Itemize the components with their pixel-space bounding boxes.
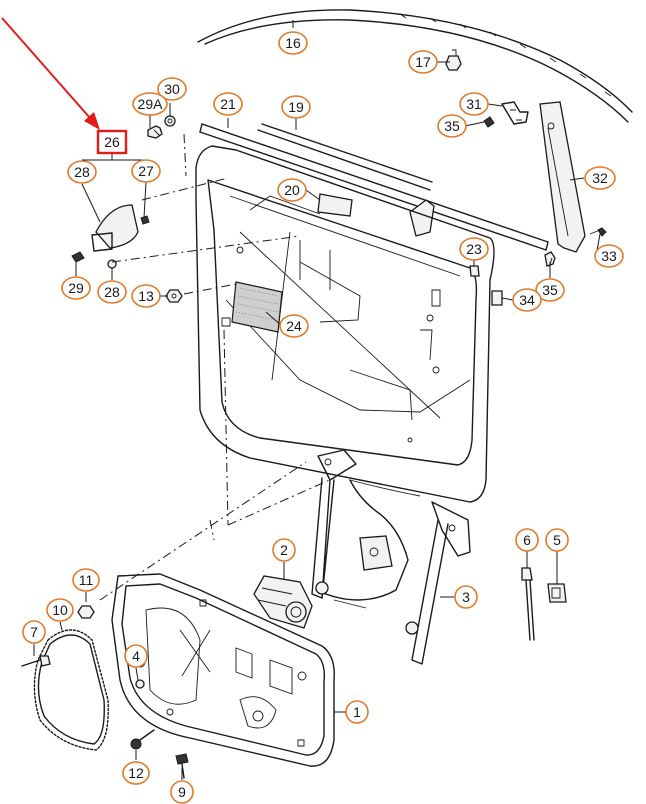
callout-32[interactable]: 32	[584, 166, 616, 190]
top-seal-strip	[197, 9, 633, 123]
svg-text:21: 21	[220, 96, 236, 112]
callout-11[interactable]: 11	[72, 568, 100, 592]
svg-text:13: 13	[138, 288, 154, 304]
svg-text:23: 23	[466, 241, 482, 257]
clip-23	[469, 265, 480, 277]
callout-28-bottom[interactable]: 28	[97, 280, 127, 304]
bracket-31	[483, 101, 607, 267]
svg-text:24: 24	[286, 318, 302, 334]
callout-31[interactable]: 31	[459, 92, 489, 116]
callout-30[interactable]: 30	[157, 77, 187, 101]
svg-text:11: 11	[79, 572, 94, 588]
callout-10[interactable]: 10	[46, 598, 74, 622]
callout-23[interactable]: 23	[459, 237, 489, 261]
svg-text:27: 27	[138, 163, 154, 179]
callout-7[interactable]: 7	[22, 620, 46, 644]
callouts: 16 17 30 29A 26 21 19 31 35 28 27 32 20 …	[22, 31, 624, 804]
window-regulator-3	[311, 449, 471, 665]
callout-27[interactable]: 27	[131, 159, 161, 183]
svg-text:29A: 29A	[138, 96, 164, 112]
svg-text:9: 9	[178, 784, 186, 800]
clip-17	[445, 49, 462, 71]
svg-text:33: 33	[601, 248, 617, 264]
callout-5[interactable]: 5	[545, 528, 569, 552]
door-inner-panel	[195, 145, 495, 503]
foam-pad-24	[231, 281, 283, 333]
svg-text:26: 26	[104, 134, 120, 150]
callout-17[interactable]: 17	[408, 50, 438, 74]
cable-tie-6	[521, 567, 535, 641]
callout-29a[interactable]: 29A	[132, 92, 168, 116]
svg-text:31: 31	[466, 96, 482, 112]
callout-16[interactable]: 16	[278, 31, 308, 55]
svg-text:2: 2	[280, 542, 288, 558]
callout-12[interactable]: 12	[122, 761, 150, 785]
callout-24[interactable]: 24	[279, 314, 309, 338]
callout-4[interactable]: 4	[124, 644, 148, 668]
svg-text:19: 19	[288, 99, 304, 115]
callout-13[interactable]: 13	[131, 284, 161, 308]
svg-text:5: 5	[553, 532, 561, 548]
callout-20[interactable]: 20	[277, 178, 307, 202]
screw-12	[130, 729, 155, 750]
nut-13	[165, 289, 183, 303]
fastener-7	[21, 655, 51, 667]
clip-5	[547, 583, 567, 603]
svg-text:34: 34	[519, 292, 535, 308]
window-channel-21	[199, 123, 549, 251]
callout-19[interactable]: 19	[281, 95, 311, 119]
callout-35-top[interactable]: 35	[437, 114, 467, 138]
callout-29[interactable]: 29	[61, 276, 91, 300]
svg-text:35: 35	[444, 118, 460, 134]
svg-text:7: 7	[30, 624, 38, 640]
svg-text:28: 28	[104, 284, 120, 300]
cover-sheet-10	[33, 629, 109, 751]
callout-34[interactable]: 34	[512, 288, 542, 312]
svg-text:12: 12	[128, 765, 144, 781]
svg-text:32: 32	[592, 170, 608, 186]
svg-text:35: 35	[542, 282, 558, 298]
label-20	[317, 193, 353, 217]
svg-text:16: 16	[285, 35, 301, 51]
svg-text:6: 6	[523, 532, 531, 548]
callout-35-bottom[interactable]: 35	[535, 278, 565, 302]
callout-21[interactable]: 21	[213, 92, 243, 116]
callout-1[interactable]: 1	[345, 700, 369, 724]
screw-4	[135, 679, 145, 689]
svg-text:10: 10	[52, 602, 68, 618]
svg-text:3: 3	[462, 589, 470, 605]
seal-34	[491, 290, 503, 306]
red-pointer-arrow	[1, 17, 100, 130]
callout-6[interactable]: 6	[515, 528, 539, 552]
regulator-motor-2	[253, 575, 313, 629]
callout-9[interactable]: 9	[170, 780, 194, 804]
callout-3[interactable]: 3	[454, 585, 478, 609]
projection-lines	[99, 133, 553, 601]
svg-text:30: 30	[164, 81, 180, 97]
svg-text:1: 1	[353, 704, 361, 720]
mirror-trim-26	[71, 204, 150, 269]
svg-text:17: 17	[415, 54, 431, 70]
callout-28-top[interactable]: 28	[67, 160, 97, 184]
callout-26-highlighted[interactable]: 26	[96, 129, 128, 155]
screw-9	[175, 753, 189, 779]
svg-text:29: 29	[68, 280, 84, 296]
nut-11	[77, 605, 95, 619]
svg-text:28: 28	[74, 164, 90, 180]
callout-2[interactable]: 2	[272, 538, 296, 562]
inner-seal-19	[257, 123, 435, 237]
guide-rail-32	[539, 101, 586, 253]
callout-33[interactable]: 33	[594, 244, 624, 268]
fasteners-29a-30	[147, 115, 176, 139]
svg-text:4: 4	[132, 648, 140, 664]
svg-text:20: 20	[284, 182, 300, 198]
